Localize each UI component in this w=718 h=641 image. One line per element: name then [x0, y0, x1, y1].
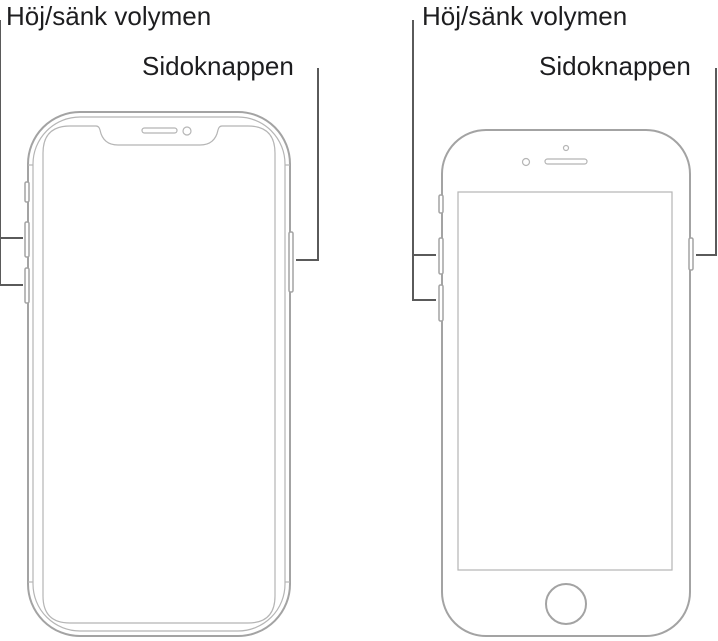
sensor-icon: [562, 144, 570, 152]
volume-leader-line: [0, 237, 23, 286]
volume-up-button: [24, 221, 30, 258]
volume-down-button: [24, 267, 30, 304]
speaker-icon: [141, 127, 178, 134]
volume-down-button: [438, 284, 444, 322]
side-button: [288, 231, 294, 293]
side-button-label: Sidoknappen: [142, 51, 294, 81]
volume-label: Höj/sänk volymen: [6, 1, 211, 31]
side-button: [688, 237, 694, 271]
speaker-icon: [544, 158, 588, 165]
volume-leader-line: [412, 20, 436, 301]
side-button-leader-line: [296, 68, 319, 261]
camera-icon: [521, 157, 531, 167]
phone-home-button-icon: [438, 129, 694, 637]
volume-label: Höj/sänk volymen: [422, 1, 627, 31]
ring-switch: [438, 194, 444, 214]
home-button-icon: [545, 583, 587, 625]
side-button-leader-line: [696, 68, 717, 256]
side-button-label: Sidoknappen: [539, 51, 691, 81]
camera-icon: [182, 126, 192, 136]
volume-up-button: [438, 237, 444, 275]
phone-face-id-icon: [24, 111, 294, 637]
ring-switch: [24, 181, 30, 203]
